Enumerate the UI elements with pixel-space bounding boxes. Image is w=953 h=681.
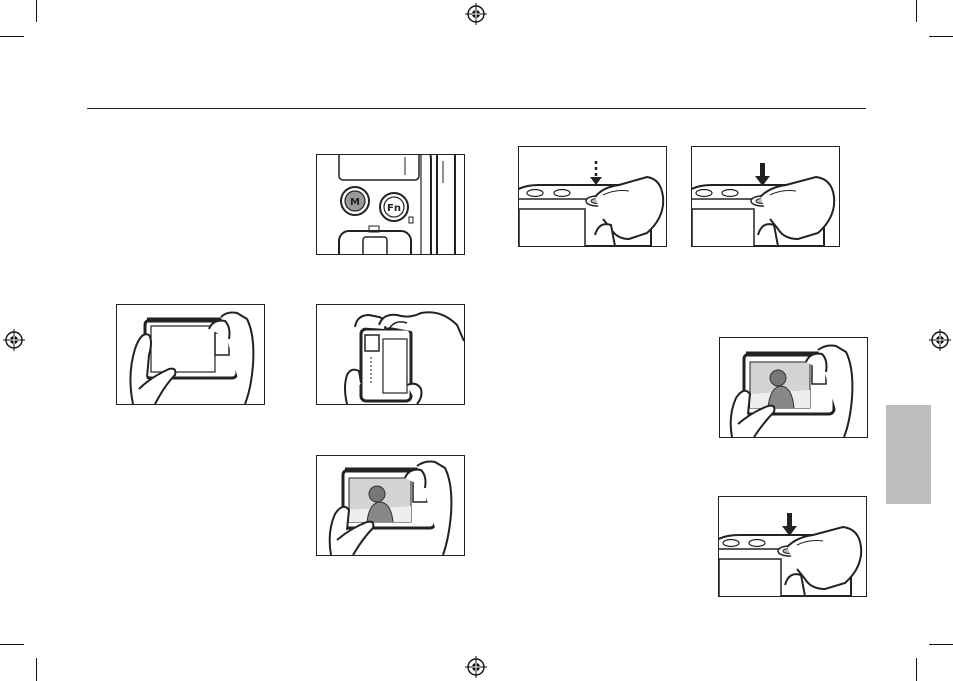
crop-mark-icon xyxy=(916,658,917,681)
crop-mark-icon xyxy=(36,658,37,681)
camera-back-buttons-illustration: M Fn xyxy=(317,155,464,254)
button-m-label: M xyxy=(350,197,360,208)
registration-mark-icon xyxy=(465,656,487,678)
registration-mark-icon xyxy=(3,329,25,351)
registration-mark-icon xyxy=(465,3,487,25)
shutter-press-illustration-bottom xyxy=(719,497,866,596)
chapter-side-tab xyxy=(886,405,931,504)
crop-mark-icon xyxy=(929,36,953,37)
lcd-preview-illustration-left xyxy=(317,456,464,555)
figure-shutter-full-press xyxy=(691,146,840,247)
hold-camera-landscape-illustration xyxy=(117,305,264,404)
figure-shutter-half-press xyxy=(518,146,667,247)
figure-shutter-press-bottom xyxy=(718,496,867,597)
hold-camera-portrait-illustration xyxy=(317,305,464,404)
crop-mark-icon xyxy=(0,644,24,645)
registration-mark-icon xyxy=(929,329,951,351)
lcd-preview-illustration-right xyxy=(720,338,867,437)
figure-mode-buttons: M Fn xyxy=(316,154,465,255)
figure-hold-portrait xyxy=(316,304,465,405)
figure-lcd-preview-left xyxy=(316,455,465,556)
shutter-half-press-illustration xyxy=(519,147,666,246)
shutter-full-press-illustration xyxy=(692,147,839,246)
crop-mark-icon xyxy=(36,0,37,22)
crop-mark-icon xyxy=(916,0,917,22)
button-fn-label: Fn xyxy=(387,203,401,214)
figure-lcd-preview-right xyxy=(719,337,868,438)
crop-mark-icon xyxy=(929,644,953,645)
crop-mark-icon xyxy=(0,36,24,37)
header-rule xyxy=(87,108,866,109)
figure-hold-landscape xyxy=(116,304,265,405)
